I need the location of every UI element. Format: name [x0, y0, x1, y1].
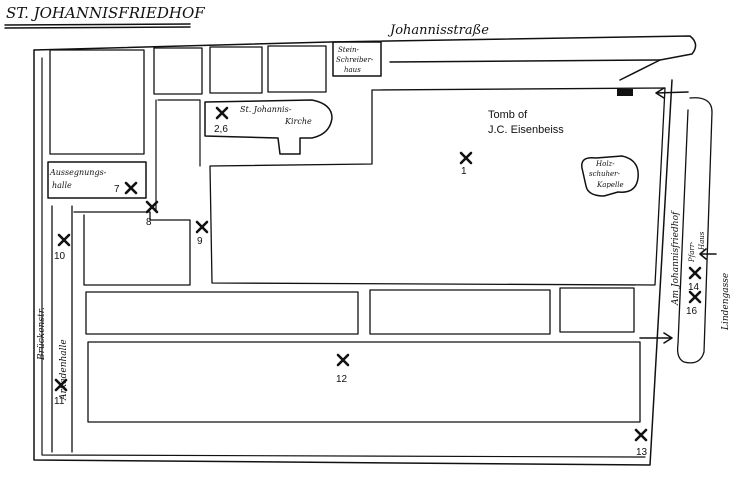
arcade-label: Arkadenhalle	[59, 339, 69, 401]
svg-text:7: 7	[114, 184, 120, 195]
street-am-johannisfriedhof: Am Johannisfriedhof	[671, 210, 681, 306]
chapel-label-1: Holz-	[595, 160, 615, 168]
mid-west-field	[73, 211, 191, 286]
svg-text:9: 9	[197, 236, 203, 247]
marker-13: 13	[634, 428, 648, 458]
pfarrhaus-label-2: Haus	[698, 231, 706, 251]
north-block-2	[209, 46, 263, 94]
north-block-1	[153, 47, 203, 95]
church-st-johannis	[204, 99, 333, 155]
pfarrhaus-label-1: Pfarr-	[688, 241, 696, 263]
marker-7: 7	[114, 181, 138, 195]
funeral-hall	[47, 161, 147, 199]
entrance-arrow-east	[639, 332, 673, 344]
arcade-corridor	[51, 205, 73, 453]
stone-house-label-1: Stein-	[338, 46, 359, 54]
central-field	[209, 87, 666, 286]
map-title: ST. JOHANNISFRIEDHOF	[6, 4, 205, 22]
marker-1: 1	[459, 151, 473, 177]
svg-text:14: 14	[688, 282, 700, 293]
svg-text:16: 16	[686, 306, 698, 317]
marker-2-6: 2,6	[214, 106, 228, 135]
marker-8: 8	[145, 200, 159, 228]
svg-text:11: 11	[54, 396, 65, 407]
middle-field-1	[85, 291, 359, 335]
stone-mason-house	[332, 41, 382, 77]
svg-text:13: 13	[636, 447, 648, 458]
chapel-label-3: Kapelle	[596, 181, 624, 189]
entrance-arrow-lindengasse	[699, 248, 717, 260]
middle-field-2	[369, 289, 551, 335]
street-brueckenstr: Brückenstr.	[37, 307, 47, 361]
stone-house-label-2: Schreiber-	[336, 56, 374, 64]
wooden-chapel	[581, 155, 639, 197]
cemetery-inner-boundary	[41, 57, 646, 458]
north-street-edge	[33, 35, 697, 81]
middle-field-3	[559, 287, 635, 333]
marker-9: 9	[195, 220, 209, 247]
north-west-block	[49, 49, 145, 155]
marker-10: 10	[54, 233, 71, 262]
church-label-2: Kirche	[284, 117, 312, 126]
hall-label-2: halle	[52, 181, 72, 190]
svg-text:8: 8	[146, 217, 152, 228]
church-label-1: St. Johannis-	[240, 105, 292, 114]
title-underline	[4, 23, 191, 29]
marker-16: 16	[686, 290, 702, 317]
svg-text:12: 12	[336, 374, 348, 385]
stone-house-label-3: haus	[344, 66, 361, 74]
north-street-inner	[389, 59, 661, 63]
marker-11: 11	[54, 378, 68, 407]
svg-text:2,6: 2,6	[214, 124, 228, 135]
eisenbeiss-tomb-marker	[617, 89, 633, 96]
chapel-label-2: schuher-	[589, 170, 621, 178]
southern-field	[87, 341, 641, 423]
marker-14: 14	[688, 266, 702, 293]
marker-12: 12	[336, 353, 350, 385]
svg-text:10: 10	[54, 251, 66, 262]
tomb-label-line1: Tomb of	[488, 109, 528, 121]
east-island	[676, 97, 713, 364]
entrance-arrow-north	[655, 87, 689, 99]
hall-label-1: Aussegnungs-	[49, 168, 107, 177]
street-johannisstrasse: Johannisstraße	[387, 23, 489, 38]
west-path	[155, 99, 201, 211]
street-lindengasse: Lindengasse	[721, 273, 731, 331]
north-block-3	[267, 45, 327, 93]
cemetery-boundary	[33, 49, 673, 466]
tomb-label-line2: J.C. Eisenbeiss	[488, 124, 564, 136]
svg-text:1: 1	[461, 166, 467, 177]
